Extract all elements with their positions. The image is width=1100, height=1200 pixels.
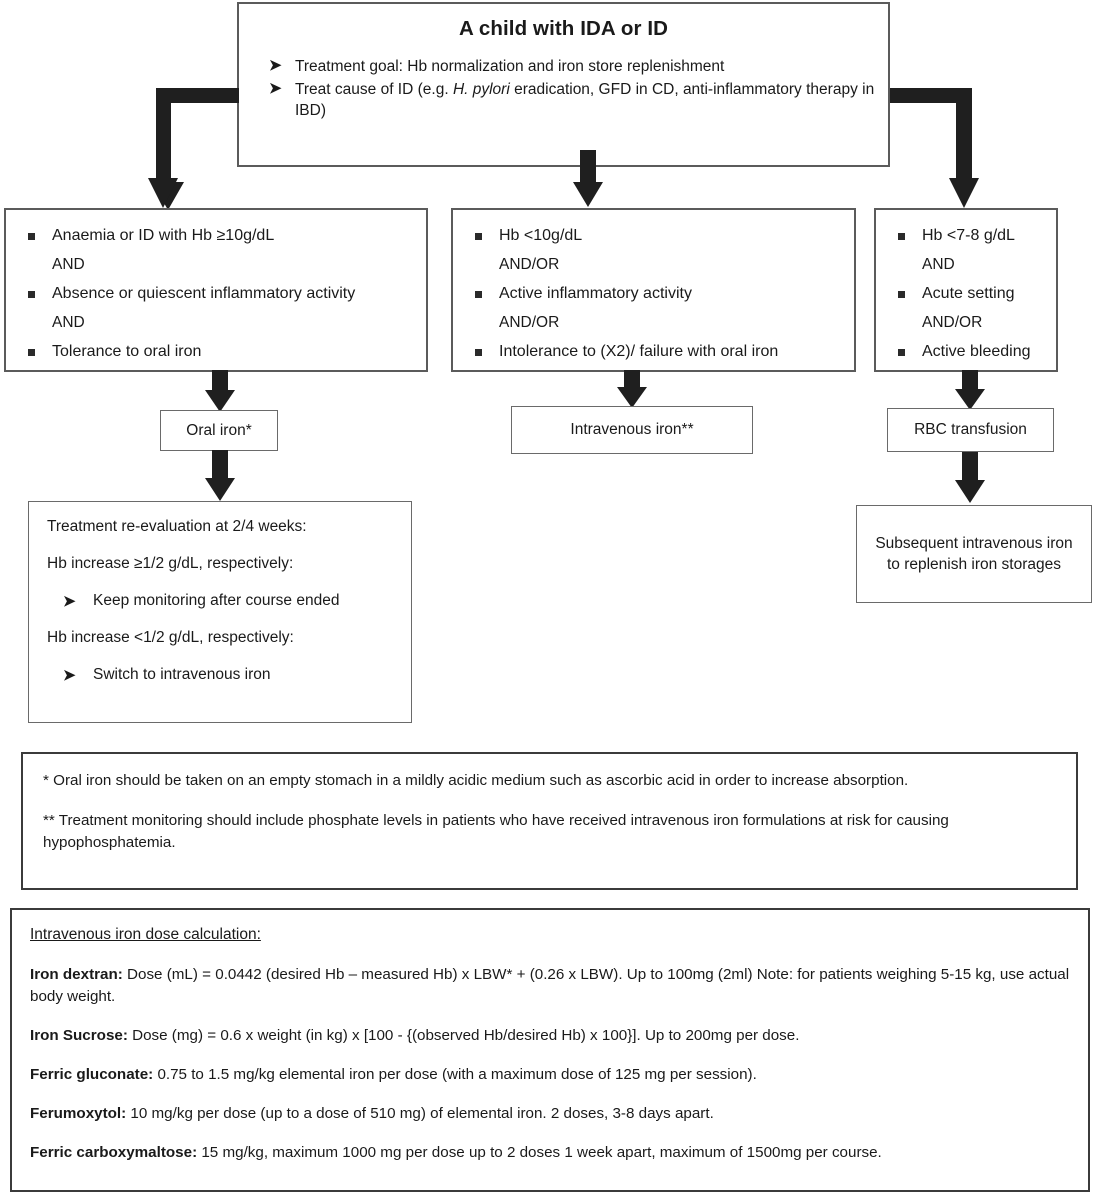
connector-rbc-transfusion-to-subsequent-iron (953, 452, 987, 506)
dose-drug-detail: 10 mg/kg per dose (up to a dose of 510 m… (126, 1105, 714, 1123)
arrow-right-icon: ➤ (63, 667, 76, 684)
reevaluation-condition-negative: Hb increase <1/2 g/dL, respectively: (47, 629, 294, 646)
connector-header-to-criteria-iv (571, 150, 605, 210)
dose-drug-detail: 0.75 to 1.5 mg/kg elemental iron per dos… (153, 1066, 757, 1084)
criteria-item-label: Absence or quiescent inflammatory activi… (52, 285, 356, 302)
criteria-item-label: Active bleeding (922, 343, 1031, 360)
reevaluation-action-negative-label: Switch to intravenous iron (93, 666, 271, 683)
header-bullet-1-text: Treatment goal: Hb normalization and iro… (295, 58, 725, 75)
criteria-conjunction: AND/OR (499, 256, 560, 273)
square-bullet-icon (28, 291, 35, 298)
header-bullet-2-italic: H. pylori (452, 81, 510, 99)
square-bullet-icon (898, 233, 905, 240)
reevaluation-action-negative: ➤ Switch to intravenous iron (47, 666, 411, 684)
header-bullet-list: ➤ Treatment goal: Hb normalization and i… (239, 56, 888, 121)
criteria-conjunction: AND/OR (499, 314, 560, 331)
reevaluation-action-positive: ➤ Keep monitoring after course ended (47, 592, 411, 610)
header-bullet-2: ➤ Treat cause of ID (e.g. H. pylori erad… (239, 79, 888, 121)
dose-calculation-box: Intravenous iron dose calculation: Iron … (10, 908, 1090, 1192)
dose-item-ferric-carboxymaltose: Ferric carboxymaltose: 15 mg/kg, maximum… (30, 1142, 1070, 1164)
reevaluation-action-positive-label: Keep monitoring after course ended (93, 592, 340, 609)
header-bullet-2-pre: Treat cause of ID (e.g. (295, 81, 453, 99)
dose-item-ferumoxytol: Ferumoxytol: 10 mg/kg per dose (up to a … (30, 1103, 1070, 1125)
reevaluation-condition-positive: Hb increase ≥1/2 g/dL, respectively: (47, 555, 294, 572)
dose-item-iron-sucrose: Iron Sucrose: Dose (mg) = 0.6 x weight (… (30, 1025, 1070, 1047)
criteria-conjunction: AND (52, 256, 85, 273)
page-title: A child with IDA or ID (458, 17, 669, 40)
criteria-item: Active inflammatory activity (453, 285, 692, 303)
treatment-box-oral-iron: Oral iron* (160, 410, 278, 451)
dose-drug-name: Ferric gluconate: (30, 1066, 154, 1084)
connector-criteria-to-oral-iron (203, 370, 237, 414)
footnote-iv-iron-monitoring: ** Treatment monitoring should include p… (43, 812, 949, 852)
connector-criteria-to-rbc-transfusion (953, 370, 987, 412)
dose-drug-name: Ferumoxytol: (30, 1105, 127, 1123)
treatment-box-rbc-transfusion: RBC transfusion (887, 408, 1054, 452)
square-bullet-icon (28, 233, 35, 240)
dose-item-iron-dextran: Iron dextran: Dose (mL) = 0.0442 (desire… (30, 964, 1070, 1008)
dose-calculation-content: Intravenous iron dose calculation: Iron … (12, 910, 1088, 1164)
dose-drug-name: Iron Sucrose: (30, 1027, 128, 1045)
square-bullet-icon (475, 291, 482, 298)
dose-calculation-title: Intravenous iron dose calculation: (30, 926, 261, 943)
criteria-list-iv: Hb <10g/dL AND/OR Active inflammatory ac… (453, 210, 854, 369)
connector-header-to-criteria-oral (146, 86, 256, 214)
footnotes-box: * Oral iron should be taken on an empty … (21, 752, 1078, 890)
criteria-item: Hb <10g/dL (453, 227, 582, 245)
criteria-conjunction: AND (52, 314, 85, 331)
criteria-box-oral: Anaemia or ID with Hb ≥10g/dL AND Absenc… (4, 208, 428, 372)
criteria-item: Absence or quiescent inflammatory activi… (6, 285, 355, 303)
header-bullet-1: ➤ Treatment goal: Hb normalization and i… (239, 56, 888, 77)
connector-criteria-to-intravenous-iron (615, 370, 649, 410)
criteria-item-label: Hb <7-8 g/dL (922, 227, 1015, 244)
square-bullet-icon (475, 349, 482, 356)
reevaluation-heading: Treatment re-evaluation at 2/4 weeks: (47, 518, 307, 535)
criteria-list-rbc: Hb <7-8 g/dL AND Acute setting AND/OR Ac… (876, 210, 1056, 369)
connector-header-to-criteria-rbc (880, 86, 990, 214)
arrow-right-icon: ➤ (269, 80, 282, 98)
criteria-item: Anaemia or ID with Hb ≥10g/dL (6, 227, 274, 245)
subsequent-iron-label: Subsequent intravenous iron to replenish… (875, 534, 1073, 573)
criteria-item-label: Intolerance to (X2)/ failure with oral i… (499, 343, 779, 360)
criteria-conjunction: AND/OR (922, 314, 983, 331)
criteria-item-label: Acute setting (922, 285, 1015, 302)
arrow-right-icon: ➤ (269, 57, 282, 74)
arrow-right-icon: ➤ (63, 593, 76, 610)
treatment-oral-iron-label: Oral iron* (186, 421, 252, 439)
dose-drug-detail: 15 mg/kg, maximum 1000 mg per dose up to… (197, 1144, 882, 1162)
dose-drug-detail: Dose (mL) = 0.0442 (desired Hb – measure… (30, 966, 1070, 1006)
footnotes-content: * Oral iron should be taken on an empty … (23, 754, 1076, 854)
criteria-item-label: Anaemia or ID with Hb ≥10g/dL (52, 227, 275, 244)
treatment-intravenous-iron-label: Intravenous iron** (570, 421, 694, 438)
dose-item-ferric-gluconate: Ferric gluconate: 0.75 to 1.5 mg/kg elem… (30, 1064, 1070, 1086)
outcome-box-subsequent-iron: Subsequent intravenous iron to replenish… (856, 505, 1092, 603)
square-bullet-icon (898, 291, 905, 298)
criteria-list-oral: Anaemia or ID with Hb ≥10g/dL AND Absenc… (6, 210, 426, 369)
square-bullet-icon (28, 349, 35, 356)
header-box: A child with IDA or ID ➤ Treatment goal:… (237, 2, 890, 167)
criteria-item: Intolerance to (X2)/ failure with oral i… (453, 343, 778, 361)
outcome-box-reevaluation: Treatment re-evaluation at 2/4 weeks: Hb… (28, 501, 412, 723)
criteria-item: Hb <7-8 g/dL (876, 227, 1015, 245)
criteria-item: Active bleeding (876, 343, 1031, 361)
criteria-conjunction: AND (922, 256, 955, 273)
criteria-item: Tolerance to oral iron (6, 343, 201, 361)
dose-drug-name: Ferric carboxymaltose: (30, 1144, 198, 1162)
criteria-item-label: Tolerance to oral iron (52, 343, 202, 360)
dose-drug-name: Iron dextran: (30, 966, 123, 983)
criteria-box-rbc: Hb <7-8 g/dL AND Acute setting AND/OR Ac… (874, 208, 1058, 372)
header-bullet-2-post: eradication, GFD in CD, anti-inflammator… (295, 81, 875, 120)
footnote-oral-iron: * Oral iron should be taken on an empty … (43, 772, 909, 789)
treatment-box-intravenous-iron: Intravenous iron** (511, 406, 753, 454)
criteria-item: Acute setting (876, 285, 1015, 303)
criteria-box-iv: Hb <10g/dL AND/OR Active inflammatory ac… (451, 208, 856, 372)
criteria-item-label: Hb <10g/dL (499, 227, 583, 244)
reevaluation-content: Treatment re-evaluation at 2/4 weeks: Hb… (29, 502, 411, 684)
criteria-item-label: Active inflammatory activity (499, 285, 692, 302)
connector-oral-iron-to-reevaluation (203, 450, 237, 504)
dose-drug-detail: Dose (mg) = 0.6 x weight (in kg) x [100 … (127, 1027, 800, 1045)
treatment-rbc-transfusion-label: RBC transfusion (914, 421, 1027, 438)
square-bullet-icon (475, 233, 482, 240)
square-bullet-icon (898, 349, 905, 356)
